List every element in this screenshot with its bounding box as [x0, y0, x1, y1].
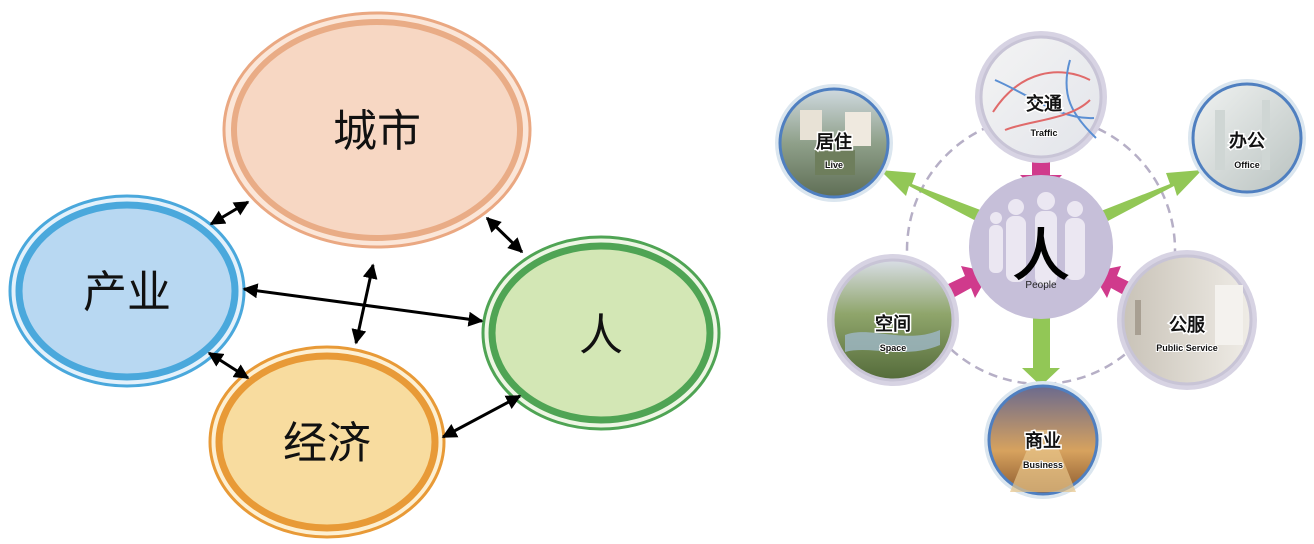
node-city-label: 城市 [333, 106, 421, 157]
link-city-people [485, 216, 524, 254]
houses-photo-icon [800, 110, 871, 175]
right-diagram: 人 People 交通 Traffic 居住 [775, 31, 1306, 499]
bubble-public-en: Public Service [1156, 343, 1218, 353]
bubble-space-en: Space [880, 343, 907, 353]
bubble-public: 公服 Public Service [1117, 250, 1257, 390]
left-diagram-links [207, 200, 524, 439]
node-economy-label: 经济 [283, 418, 371, 469]
arrow-to-live [880, 170, 983, 222]
bubble-business-cn: 商业 [1025, 430, 1061, 452]
node-people-label: 人 [579, 310, 623, 361]
node-city: 城市 [222, 11, 532, 249]
center-label-en: People [1025, 280, 1057, 291]
center-people: 人 People [969, 175, 1113, 319]
link-industry-city [209, 200, 250, 226]
street-photo-icon [1010, 430, 1076, 492]
traffic-map-icon [992, 59, 1097, 139]
link-industry-economy [207, 351, 250, 380]
link-city-economy [351, 263, 378, 345]
office-photo-icon [1215, 100, 1270, 170]
bubble-office-cn: 办公 [1229, 130, 1265, 152]
bubble-traffic: 交通 Traffic [975, 31, 1107, 163]
center-label-cn: 人 [1013, 224, 1069, 289]
bubble-office: 办公 Office [1188, 79, 1306, 197]
people-silhouette-icon [989, 192, 1085, 285]
out-arrows [880, 170, 1202, 386]
lobby-photo-icon [1135, 285, 1243, 345]
left-diagram: 城市 产业 人 经济 [8, 11, 721, 539]
bubble-office-en: Office [1234, 160, 1260, 170]
bubble-traffic-en: Traffic [1030, 128, 1057, 138]
arrow-to-business [1022, 312, 1060, 386]
node-industry-label: 产业 [83, 267, 171, 318]
link-economy-people [441, 394, 522, 439]
bubble-live: 居住 Live [775, 84, 893, 202]
bubble-space-cn: 空间 [875, 313, 911, 335]
bubble-space: 空间 Space [827, 254, 959, 386]
bubble-public-cn: 公服 [1169, 315, 1206, 336]
node-industry: 产业 [8, 194, 246, 388]
bubble-live-en: Live [825, 160, 843, 170]
bubble-live-cn: 居住 [816, 131, 852, 153]
bubble-traffic-cn: 交通 [1026, 93, 1062, 115]
node-people: 人 [481, 235, 721, 431]
bubble-business: 商业 Business [984, 381, 1102, 499]
bubble-business-en: Business [1023, 460, 1063, 470]
node-economy: 经济 [208, 345, 446, 539]
arrow-to-office [1101, 170, 1202, 222]
river-photo-icon [845, 330, 940, 352]
